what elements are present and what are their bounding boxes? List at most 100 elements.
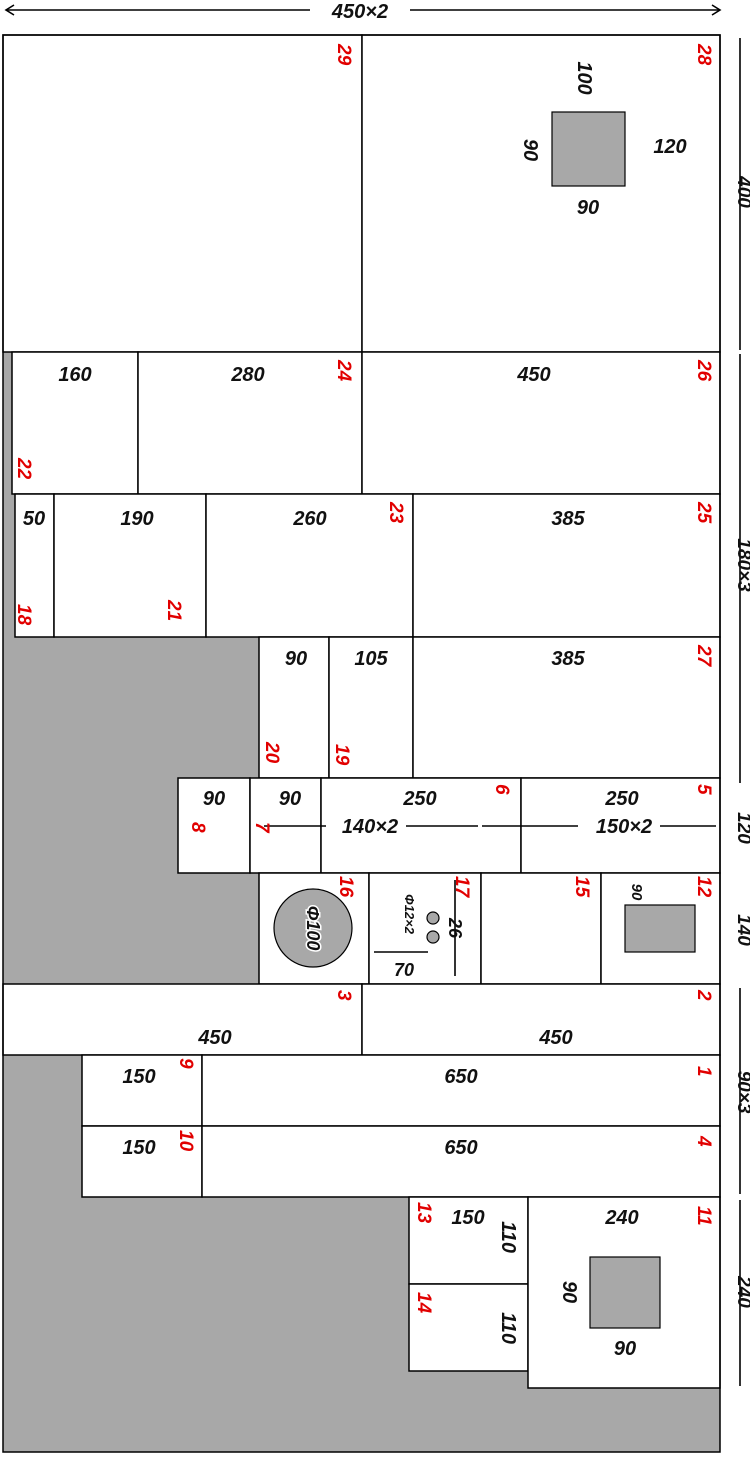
dim-right-180x3: 180×3 bbox=[733, 538, 750, 592]
piece-number-22: 22 bbox=[13, 457, 34, 480]
cutout-piece-28 bbox=[551, 111, 626, 187]
cutout-piece-11 bbox=[589, 1256, 661, 1329]
piece-8 bbox=[177, 777, 251, 874]
piece-number-2: 2 bbox=[693, 989, 714, 1001]
piece-numbers: 29 28 22 24 26 18 21 23 25 20 19 27 8 7 … bbox=[13, 43, 714, 1314]
piece-4 bbox=[201, 1125, 721, 1198]
outer-dimensions: 450×2 400 180×3 120 140 90×3 240 bbox=[310, 0, 750, 1308]
piece-29 bbox=[2, 34, 363, 353]
dim-17-hole-diameter: Φ12×2 bbox=[402, 894, 417, 935]
cutout-piece-12 bbox=[624, 904, 696, 953]
piece-number-6: 6 bbox=[491, 784, 512, 795]
dim-5-width: 250 bbox=[604, 788, 638, 810]
dim-right-120: 120 bbox=[733, 812, 750, 844]
piece-21 bbox=[53, 493, 207, 638]
dim-7-width: 90 bbox=[279, 788, 301, 810]
dim-13-width: 150 bbox=[451, 1207, 484, 1229]
dim-27-width: 385 bbox=[551, 648, 585, 670]
piece-number-8: 8 bbox=[187, 822, 208, 833]
piece-number-9: 9 bbox=[175, 1058, 196, 1069]
dim-4-width: 650 bbox=[444, 1137, 477, 1159]
dim-28-cutout-width: 90 bbox=[577, 197, 599, 219]
dim-11-width: 240 bbox=[604, 1207, 638, 1229]
dim-group-150x2: 150×2 bbox=[596, 816, 652, 838]
dim-right-400: 400 bbox=[733, 175, 750, 208]
piece-18 bbox=[14, 493, 55, 638]
piece-number-12: 12 bbox=[693, 876, 714, 898]
piece-number-18: 18 bbox=[13, 604, 34, 626]
piece-number-26: 26 bbox=[693, 359, 714, 382]
piece-23 bbox=[205, 493, 414, 638]
small-hole-piece-17-b bbox=[426, 930, 440, 944]
group-dim-bg-right bbox=[578, 814, 660, 838]
piece-14 bbox=[408, 1283, 529, 1372]
dim-17-offset: 70 bbox=[394, 960, 414, 980]
piece-number-14: 14 bbox=[413, 1292, 434, 1314]
piece-number-11: 11 bbox=[693, 1206, 714, 1226]
piece-number-7: 7 bbox=[251, 822, 272, 834]
dim-14-height: 110 bbox=[497, 1312, 519, 1344]
dim-21-width: 190 bbox=[120, 508, 153, 530]
dim-24-width: 280 bbox=[230, 364, 264, 386]
piece-number-3: 3 bbox=[333, 990, 354, 1001]
piece-number-25: 25 bbox=[693, 501, 714, 524]
top-dim-bg bbox=[310, 0, 410, 22]
dim-right-140: 140 bbox=[733, 914, 750, 946]
dim-18-width: 50 bbox=[23, 508, 45, 530]
piece-17 bbox=[368, 872, 482, 985]
dim-group-140x2: 140×2 bbox=[342, 816, 398, 838]
piece-number-17: 17 bbox=[451, 876, 472, 899]
piece-number-23: 23 bbox=[385, 501, 406, 524]
dim-28-cutout-height: 100 bbox=[573, 61, 595, 94]
arrowhead-top-left bbox=[4, 4, 15, 16]
hole-piece-16 bbox=[273, 888, 353, 968]
dim-12-top: 90 bbox=[628, 884, 645, 901]
piece-number-19: 19 bbox=[331, 744, 352, 766]
piece-number-28: 28 bbox=[693, 43, 714, 66]
piece-dimensions: 100 90 120 90 160 280 450 50 190 260 385… bbox=[23, 61, 687, 1360]
piece-number-1: 1 bbox=[693, 1066, 714, 1077]
dim-28-right-offset: 120 bbox=[653, 136, 686, 158]
piece-number-16: 16 bbox=[335, 876, 356, 898]
cutouts bbox=[273, 111, 696, 1329]
piece-28 bbox=[361, 34, 721, 353]
dim-28-cutout-side: 90 bbox=[519, 139, 541, 161]
dim-20-width: 90 bbox=[285, 648, 307, 670]
arrowhead-top-right bbox=[711, 4, 722, 16]
piece-15 bbox=[480, 872, 602, 985]
dim-19-width: 105 bbox=[354, 648, 388, 670]
dim-2-width: 450 bbox=[538, 1027, 572, 1049]
piece-number-27: 27 bbox=[693, 644, 714, 668]
dim-16-diameter: Φ100 bbox=[303, 906, 323, 951]
piece-number-4: 4 bbox=[693, 1135, 714, 1147]
piece-13 bbox=[408, 1196, 529, 1285]
dim-11-cutout-width: 90 bbox=[614, 1338, 636, 1360]
piece-number-15: 15 bbox=[571, 876, 592, 898]
waste-strip-row-18 bbox=[3, 494, 15, 637]
dim-right-240: 240 bbox=[733, 1275, 750, 1308]
dim-13-height: 110 bbox=[497, 1221, 519, 1253]
dim-22-width: 160 bbox=[58, 364, 91, 386]
piece-number-5: 5 bbox=[693, 784, 714, 795]
dim-9-width: 150 bbox=[122, 1066, 155, 1088]
piece-10 bbox=[81, 1125, 203, 1198]
dim-3-width: 450 bbox=[197, 1027, 231, 1049]
dim-right-90x3: 90×3 bbox=[733, 1071, 750, 1114]
group-dim-bg-left bbox=[326, 814, 406, 838]
small-hole-piece-17-a bbox=[426, 911, 440, 925]
dim-26-width: 450 bbox=[516, 364, 550, 386]
piece-number-24: 24 bbox=[333, 359, 354, 382]
piece-number-29: 29 bbox=[333, 43, 354, 66]
piece-number-20: 20 bbox=[261, 741, 282, 764]
piece-19 bbox=[328, 636, 414, 779]
dim-11-cutout-side: 90 bbox=[558, 1281, 580, 1303]
dim-25-width: 385 bbox=[551, 508, 585, 530]
dim-16-diameter-halo: Φ100 bbox=[303, 906, 323, 951]
dim-17-spacing: 26 bbox=[445, 917, 465, 939]
piece-9 bbox=[81, 1054, 203, 1127]
piece-3 bbox=[2, 983, 363, 1056]
dim-8-width: 90 bbox=[203, 788, 225, 810]
piece-number-21: 21 bbox=[163, 599, 184, 621]
piece-27 bbox=[412, 636, 721, 779]
piece-22 bbox=[11, 351, 139, 495]
